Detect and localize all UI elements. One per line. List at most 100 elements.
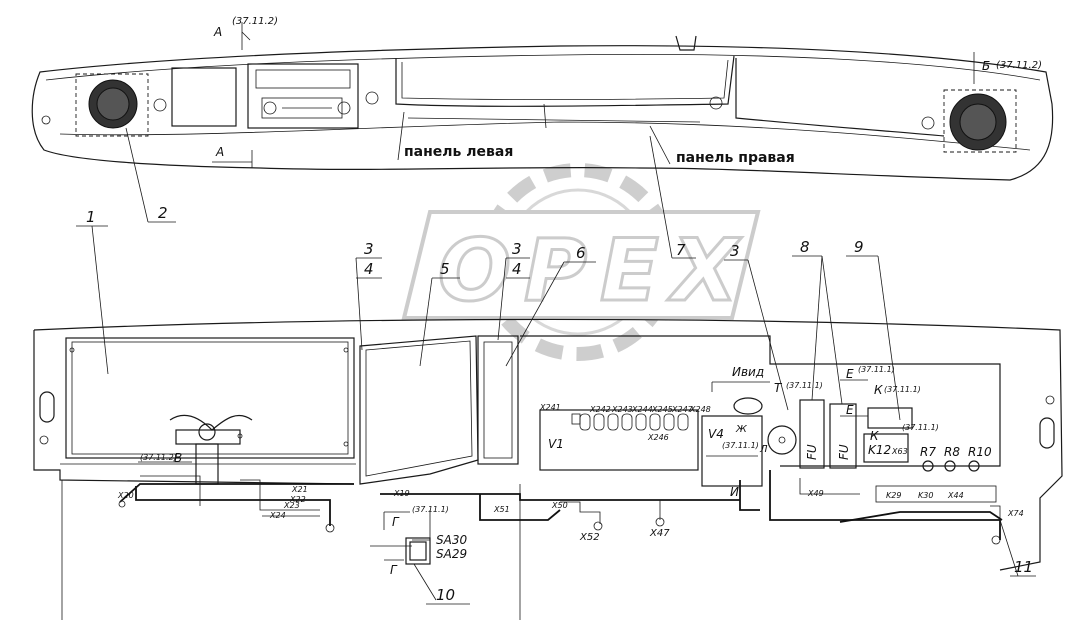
connector-x22: X22 <box>289 495 306 504</box>
dashboard-top-view: А (37.11.2) Б (37.11.2) А панель левая п… <box>31 16 1054 259</box>
svg-text:FU: FU <box>837 444 851 460</box>
cover-panel-5 <box>359 335 479 485</box>
svg-text:К: К <box>870 429 879 443</box>
svg-text:R10: R10 <box>968 445 992 459</box>
round-connector-icon: Л <box>759 425 797 455</box>
mounting-holes <box>41 91 935 130</box>
svg-text:6: 6 <box>576 244 586 262</box>
section-a-top-label: А <box>213 25 222 39</box>
panel-left-label: панель левая <box>404 144 513 160</box>
svg-text:2: 2 <box>158 204 168 222</box>
svg-text:(37.11.2): (37.11.2) <box>140 453 177 462</box>
callout-2: 2 <box>125 127 176 223</box>
connector-x19: X19 <box>393 489 410 498</box>
connector-x242: X242 <box>589 405 611 414</box>
svg-text:V4: V4 <box>708 427 724 441</box>
svg-text:X63: X63 <box>891 447 908 456</box>
section-a-top-marker: А (37.11.2) <box>213 16 278 50</box>
connector-x50: X50 <box>551 501 568 510</box>
svg-text:R8: R8 <box>944 445 960 459</box>
callout-7: 7 <box>649 135 696 259</box>
svg-text:SA29: SA29 <box>436 547 467 561</box>
svg-text:(37.11.1): (37.11.1) <box>902 423 939 432</box>
svg-text:K12: K12 <box>868 443 891 457</box>
section-a-top-ref: (37.11.2) <box>232 16 278 27</box>
callout-8: 8 <box>792 238 843 405</box>
i-marker: И <box>730 485 739 499</box>
connector-x20: X20 <box>117 491 134 500</box>
svg-text:4: 4 <box>364 260 374 278</box>
connector-x245: X245 <box>651 405 673 414</box>
connector-x74: X74 <box>1007 509 1024 518</box>
fuse-block-1: FU <box>799 399 825 469</box>
relay-row: K29 K30 X44 <box>875 485 997 503</box>
svg-text:(37.11.1): (37.11.1) <box>884 385 921 394</box>
svg-text:R7: R7 <box>920 445 936 459</box>
connector-x52: X52 <box>579 532 600 543</box>
steering-column-icon <box>169 415 253 485</box>
svg-text:3: 3 <box>512 240 522 258</box>
connector-x244: X244 <box>631 405 653 414</box>
section-a-bottom-label: А <box>215 145 224 159</box>
section-b-label: Б <box>982 59 990 73</box>
relay-block: K12 X63 <box>863 407 913 463</box>
svg-text:10: 10 <box>436 586 455 604</box>
section-g-marker: Г (37.11.1) Г <box>383 505 449 577</box>
v1-block: V1 <box>539 409 699 471</box>
svg-text:Е: Е <box>846 403 854 417</box>
svg-text:Л: Л <box>759 444 768 455</box>
section-t-marker: Т (37.11.1) <box>774 381 823 395</box>
section-e-marker: Е (37.11.1) <box>840 365 895 381</box>
callout-3a: 3 <box>355 240 382 351</box>
right-speaker-icon <box>943 89 1017 153</box>
svg-text:Т: Т <box>774 381 783 395</box>
svg-text:7: 7 <box>676 241 686 259</box>
wiring-harness <box>119 470 1003 547</box>
callout-6: 6 <box>505 244 596 367</box>
svg-text:Е: Е <box>846 367 854 381</box>
cover-panel-1 <box>65 337 355 459</box>
watermark-logo: OPEX <box>401 163 761 361</box>
svg-text:8: 8 <box>800 238 810 256</box>
section-e2-marker: Е <box>840 403 868 417</box>
callout-3b: 3 <box>497 240 530 341</box>
radio-unit <box>247 63 359 129</box>
section-b-marker: Б (37.11.2) <box>973 52 1042 84</box>
svg-text:5: 5 <box>440 260 450 278</box>
svg-text:К: К <box>874 383 883 397</box>
svg-text:Г: Г <box>392 515 400 529</box>
svg-text:(37.11.1): (37.11.1) <box>412 505 449 514</box>
svg-text:V1: V1 <box>548 437 564 451</box>
connector-x24: X24 <box>269 511 286 520</box>
svg-text:(37.11.1): (37.11.1) <box>722 441 759 450</box>
section-k-marker: К (37.11.1) <box>874 383 921 397</box>
connector-x21: X21 <box>291 485 308 494</box>
svg-text:SA30: SA30 <box>436 533 467 547</box>
section-k2-marker: К (37.11.1) <box>870 423 939 443</box>
callout-9: 9 <box>846 238 901 421</box>
callout-3c: 3 <box>724 242 789 411</box>
callout-11: 11 <box>999 519 1036 577</box>
svg-text:X44: X44 <box>947 491 964 500</box>
svg-text:(37.11.1): (37.11.1) <box>858 365 895 374</box>
resistors: R7 R8 R10 <box>920 445 992 472</box>
fuse-block-2: FU <box>829 403 857 469</box>
svg-text:3: 3 <box>730 242 740 260</box>
connector-x243: X243 <box>611 405 633 414</box>
svg-text:Г: Г <box>390 563 398 577</box>
callout-4b: 4 <box>506 260 530 279</box>
svg-text:K29: K29 <box>886 491 901 500</box>
connector-x248: X248 <box>689 405 711 414</box>
instrument-window <box>171 67 237 127</box>
svg-text:9: 9 <box>854 238 864 256</box>
left-end-slot <box>39 391 55 423</box>
svg-text:Ивид: Ивид <box>732 365 764 379</box>
svg-text:K30: K30 <box>918 491 933 500</box>
connector-x246: X246 <box>647 433 669 442</box>
callout-4a: 4 <box>356 260 382 279</box>
section-b-ref: (37.11.2) <box>996 60 1042 71</box>
connector-x23: X23 <box>283 501 300 510</box>
connector-x51: X51 <box>493 505 510 514</box>
svg-text:(37.11.1): (37.11.1) <box>786 381 823 390</box>
